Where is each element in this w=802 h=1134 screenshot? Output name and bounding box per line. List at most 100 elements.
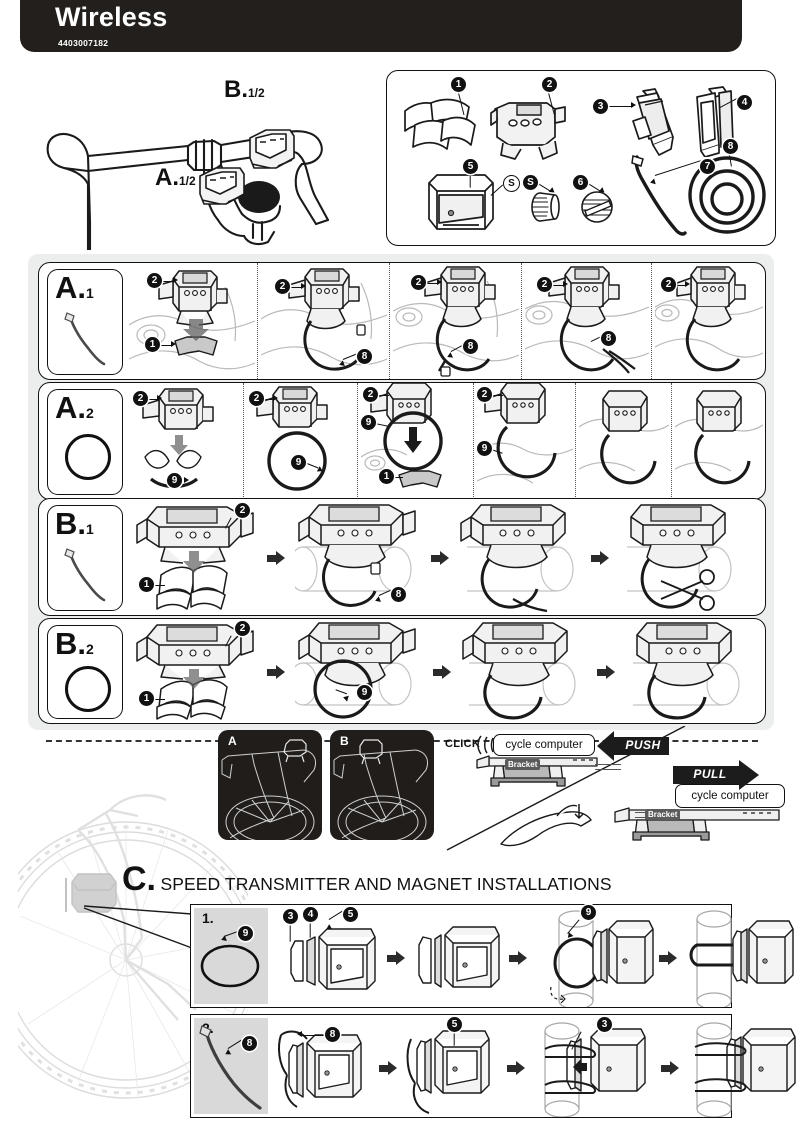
leader [161,281,175,283]
step-arrow [433,665,453,681]
badge-8: 8 [391,587,406,602]
handlebar-overview-illustration: B.1/2 A.1/2 [28,72,380,252]
badge-8: 8 [357,349,372,364]
row-a2: A.2 [38,382,766,500]
badge-2: 2 [235,503,250,518]
c-row-2: 2. 8 8 [190,1014,796,1118]
leader [309,921,311,938]
parts-badge-1: 1 [451,77,466,92]
row-b2: B.2 [38,618,766,724]
row-a1-step-1: 2 1 [128,263,256,379]
push-arrow: PUSH [597,731,669,761]
parts-badge-3: 3 [593,99,608,114]
row-b1-step-1: 2 1 [131,499,259,615]
bracket-top-drawing [476,755,598,787]
bracket-installation-panel: A.1 [28,254,774,742]
row-b2-step-4 [625,619,755,723]
part-cable-tie [625,153,687,244]
row-a2-step-5 [578,383,670,499]
c-row-1-icon-rubber-ring [200,944,260,988]
badge-1: 1 [139,691,154,706]
leader-5 [469,173,471,188]
parts-badge-4: 4 [737,95,752,110]
row-a1-step-4: 2 8 [524,263,650,379]
c-row-2-step-2: 5 [403,1015,503,1117]
pull-arrow: PULL [673,760,759,790]
arrow [273,395,278,401]
step-divider [521,263,522,379]
c-row-1-step-4 [683,905,799,1010]
leader [153,699,165,701]
row-a2-step-1: 2 9 [129,383,241,499]
badge-9: 9 [167,473,182,488]
label-b-half: B.1/2 [224,76,265,103]
row-a2-step-6 [674,383,764,499]
c-row-2-step-1: 8 [275,1015,375,1117]
step-divider [575,383,576,499]
badge-9: 9 [477,441,492,456]
part-slotted-nut [579,189,615,230]
row-a2-step-2: 2 9 [247,383,355,499]
row-a1: A.1 [38,262,766,380]
step-arrow [509,951,527,967]
step-arrow [267,665,287,681]
hand-drawing [500,804,592,847]
cycle-computer-label-bottom: cycle computer [675,784,785,808]
arrow [685,281,690,287]
row-a2-icon-rubber-ring [48,428,122,492]
c-row-2-tag: 2. 8 [194,1018,268,1114]
part-magnet-clip [689,85,737,162]
step-divider [389,263,390,379]
badge-2: 2 [537,277,552,292]
arrow [301,283,306,289]
leader [393,477,403,479]
badge-2: 2 [661,277,676,292]
row-b2-step-1: 2 1 [131,619,259,723]
badge-3: 3 [283,909,298,924]
row-b2-step-3 [461,619,589,723]
section-c-letter: C. [122,860,156,898]
oring-shape [65,666,111,712]
badge-2: 2 [275,279,290,294]
row-a1-label: A.1 [55,270,94,305]
row-b1-step-4 [619,499,759,615]
leader [425,283,439,285]
step-divider [473,383,474,499]
step-arrow [379,1061,397,1077]
row-b1-label: B.1 [55,506,94,541]
row-a1-step-3: 2 8 [392,263,520,379]
badge-2: 2 [133,391,148,406]
c-row-1-step-2 [411,905,505,1007]
arrow [173,277,178,283]
row-b2-tag: B.2 [47,625,123,719]
leader [147,399,159,401]
row-a2-label: A.2 [55,390,94,425]
badge-4: 4 [303,907,318,922]
pull-label: PULL [693,767,727,781]
badge-5: 5 [447,1017,462,1032]
arrow [437,279,442,285]
arrow [157,395,162,401]
badge-1: 1 [139,577,154,592]
part-rubber-pad [401,95,487,162]
step-arrow [661,1061,679,1077]
step-arrow [267,551,287,567]
step-arrow [431,551,451,567]
badge-2: 2 [363,387,378,402]
part-magnet-plate [627,87,679,162]
leader [551,285,565,287]
step-arrow [387,951,405,967]
part-number: 4403007182 [58,38,109,48]
badge-2: 2 [147,273,162,288]
badge-2: 2 [477,387,492,402]
c-row-1-step-3: 9 [535,905,655,1010]
row-b2-step-2: 9 [288,619,425,723]
parts-badge-7: 6 [573,175,588,190]
step-divider [357,383,358,499]
c-row-2-icon-cable-tie [199,1025,262,1110]
section-c-title: SPEED TRANSMITTER AND MAGNET INSTALLATIO… [160,874,612,894]
badge-2: 2 [235,621,250,636]
c-row-2-step-3: 3 [531,1015,657,1118]
c-row-1: 1. 9 3 4 5 [190,904,794,1010]
badge-2: 2 [249,391,264,406]
